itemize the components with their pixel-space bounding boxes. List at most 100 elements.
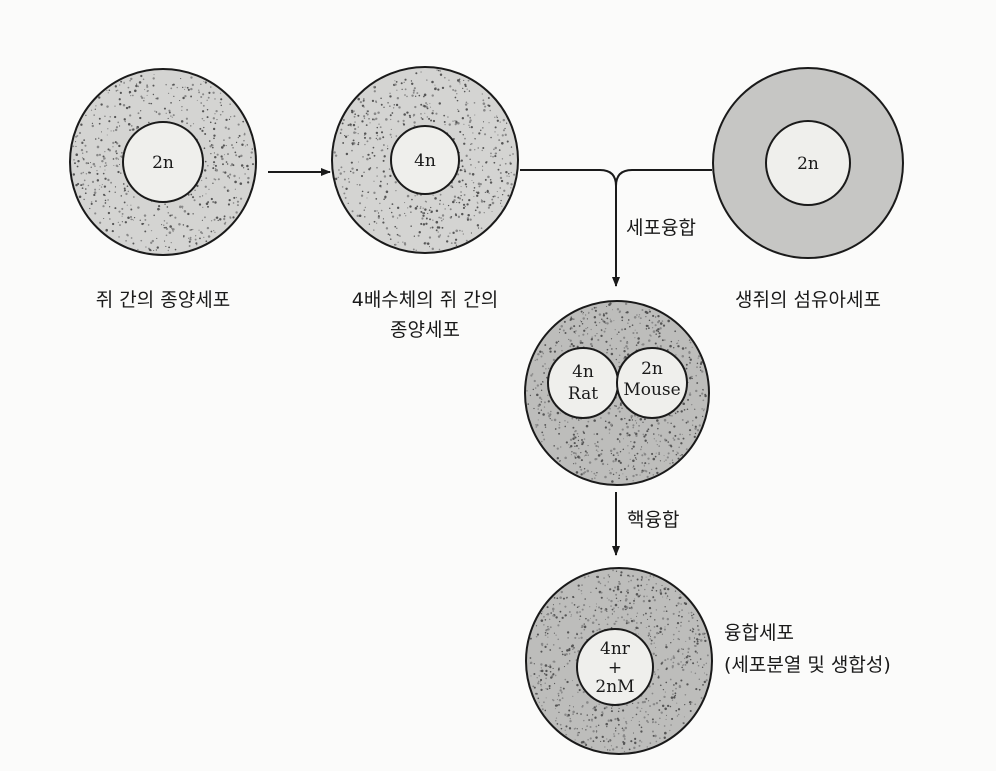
speckle <box>428 209 431 212</box>
speckle <box>559 723 562 726</box>
speckle <box>357 114 360 117</box>
speckle <box>669 462 671 465</box>
speckle <box>586 701 589 704</box>
speckle <box>691 375 693 378</box>
speckle <box>169 214 172 217</box>
speckle <box>421 217 424 220</box>
speckle <box>138 81 142 84</box>
speckle <box>212 127 216 131</box>
speckle <box>90 109 93 111</box>
speckle <box>91 122 94 124</box>
speckle <box>347 178 350 180</box>
speckle <box>558 424 560 426</box>
speckle <box>538 396 542 400</box>
speckle <box>616 717 619 720</box>
speckle <box>575 330 577 332</box>
speckle <box>202 206 204 208</box>
speckle <box>150 230 153 232</box>
speckle <box>672 661 675 664</box>
speckle <box>202 104 205 107</box>
speckle <box>80 148 84 152</box>
speckle <box>480 200 484 203</box>
speckle <box>213 230 215 232</box>
speckle <box>364 216 366 218</box>
speckle <box>696 382 699 384</box>
speckle <box>235 196 238 199</box>
speckle <box>569 345 572 348</box>
speckle <box>368 223 371 225</box>
speckle <box>564 332 567 335</box>
speckle <box>411 198 413 201</box>
speckle <box>137 112 140 115</box>
speckle <box>599 582 602 585</box>
speckle <box>666 597 668 599</box>
speckle <box>172 114 175 117</box>
speckle <box>556 723 559 725</box>
speckle <box>607 749 609 751</box>
speckle <box>617 719 620 722</box>
speckle <box>702 409 705 412</box>
speckle <box>665 718 667 721</box>
speckle <box>676 451 678 453</box>
speckle <box>208 140 211 142</box>
speckle <box>464 83 467 86</box>
speckle <box>426 79 428 81</box>
speckle <box>204 216 206 219</box>
speckle <box>570 614 573 616</box>
speckle <box>609 449 613 453</box>
speckle <box>232 164 235 167</box>
speckle <box>657 427 659 430</box>
speckle <box>548 687 551 690</box>
speckle <box>658 709 661 711</box>
speckle <box>414 105 417 109</box>
speckle <box>588 461 592 464</box>
speckle <box>537 680 540 683</box>
speckle <box>533 663 535 665</box>
speckle <box>668 431 672 434</box>
speckle <box>482 99 485 102</box>
speckle <box>544 709 547 712</box>
speckle <box>106 89 108 92</box>
speckle <box>87 184 90 187</box>
speckle <box>432 219 434 221</box>
speckle <box>676 715 678 717</box>
speckle <box>491 210 493 213</box>
speckle <box>640 726 643 729</box>
speckle <box>242 120 245 123</box>
speckle <box>581 322 584 325</box>
speckle <box>117 121 120 124</box>
speckle <box>664 339 666 341</box>
speckle <box>359 184 361 186</box>
speckle <box>129 129 131 131</box>
speckle <box>682 653 684 655</box>
speckle <box>591 720 593 722</box>
speckle <box>595 444 598 448</box>
speckle <box>344 134 346 137</box>
speckle <box>659 460 662 462</box>
speckle <box>640 584 643 587</box>
speckle <box>375 131 379 135</box>
speckle <box>480 227 483 230</box>
speckle <box>670 422 672 425</box>
speckle <box>119 91 122 94</box>
speckle <box>626 425 629 429</box>
speckle <box>397 234 400 237</box>
speckle <box>548 414 551 417</box>
speckle <box>570 316 572 318</box>
speckle <box>587 738 589 741</box>
speckle <box>334 177 338 181</box>
speckle <box>602 314 606 317</box>
speckle <box>146 84 148 86</box>
speckle <box>557 340 560 342</box>
speckle <box>702 389 704 391</box>
speckle <box>546 614 548 616</box>
speckle <box>580 459 583 462</box>
speckle <box>560 345 563 347</box>
speckle <box>457 108 459 111</box>
speckle <box>565 653 568 656</box>
speckle <box>431 226 434 229</box>
speckle <box>100 103 103 106</box>
speckle <box>533 379 536 383</box>
speckle <box>637 429 640 432</box>
speckle <box>598 321 601 324</box>
